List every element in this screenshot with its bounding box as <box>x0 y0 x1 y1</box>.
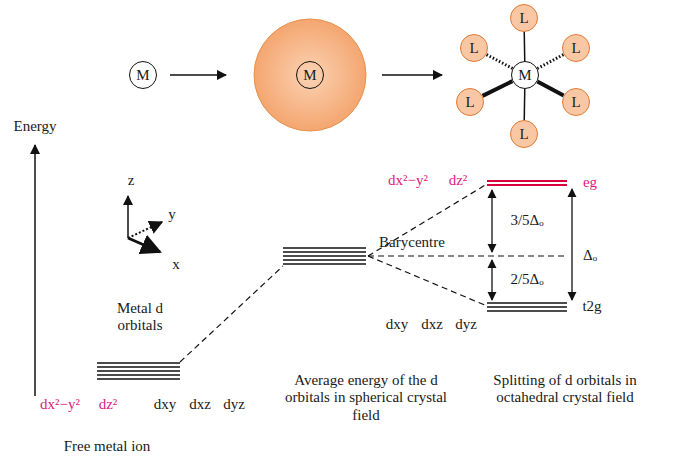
orbital-label: 3/5Δₒ <box>510 212 543 229</box>
orbital-label: dx²−y² <box>40 396 80 413</box>
spherical-field <box>254 19 366 131</box>
metal-ligand-bond <box>537 55 563 69</box>
x-axis <box>128 238 160 252</box>
atom-symbol: L <box>519 11 528 26</box>
metal-circle: M <box>296 61 324 89</box>
orbital-label: Δₒ <box>583 247 597 264</box>
orbital-label: dxy <box>386 316 409 333</box>
eg-level <box>487 184 567 186</box>
orbital-label: Free metal ion <box>64 438 151 455</box>
metal-ligand-bond <box>483 81 513 96</box>
orbital-label: dyz <box>455 316 477 333</box>
orbital-label: eg <box>583 174 597 191</box>
atom-symbol: L <box>465 95 474 110</box>
orbital-label: x <box>172 256 180 273</box>
metal-ligand-bond <box>523 89 525 120</box>
orbital-label: t2g <box>582 298 601 315</box>
ligand-circle: L <box>562 88 590 116</box>
ligand-circle: L <box>460 34 488 62</box>
metal-circle: M <box>129 61 157 89</box>
orbital-label: z <box>128 172 135 189</box>
ligand-circle: L <box>562 34 590 62</box>
atom-symbol: L <box>571 95 580 110</box>
metal-circle: M <box>511 61 539 89</box>
delta-arrow <box>571 189 572 300</box>
atom-symbol: M <box>303 68 316 83</box>
split-arrow <box>491 190 492 252</box>
caption-text: Metal d orbitals <box>100 300 180 335</box>
atom-symbol: L <box>571 41 580 56</box>
ligand-circle: L <box>510 120 538 148</box>
atom-symbol: M <box>518 68 531 83</box>
y-axis <box>128 222 162 238</box>
metal-ligand-bond <box>486 55 512 69</box>
orbital-label: dz² <box>99 396 118 413</box>
orbital-label: Barycentre <box>379 234 445 251</box>
metal-ligand-bond <box>523 32 525 61</box>
eg-level <box>487 180 567 182</box>
orbital-label: dxz <box>421 316 443 333</box>
correlation-lines <box>368 184 564 306</box>
metal-ligand-bond <box>537 82 563 96</box>
t2g-levels <box>487 303 567 311</box>
atom-symbol: L <box>519 127 528 142</box>
caption-text: Average energy of the d orbitals in sphe… <box>284 372 449 424</box>
orbital-label: dx²−y² <box>388 172 428 189</box>
ligand-circle: L <box>456 88 484 116</box>
stage-arrow <box>170 74 226 76</box>
orbital-label: y <box>168 206 176 223</box>
caption-text: Splitting of d orbitals in octahedral cr… <box>485 372 645 407</box>
energy-axis <box>34 145 36 396</box>
orbital-label: dxy <box>154 396 177 413</box>
orbital-label: dz² <box>449 172 468 189</box>
correlation-line <box>180 266 283 362</box>
spherical-levels <box>283 248 366 264</box>
ligand-circle: L <box>510 4 538 32</box>
stage-arrow <box>382 74 442 76</box>
split-arrow <box>491 260 492 300</box>
atom-symbol: L <box>469 41 478 56</box>
z-axis <box>127 196 129 238</box>
free-ion-levels <box>97 363 180 379</box>
orbital-label: 2/5Δₒ <box>510 271 543 288</box>
atom-symbol: M <box>136 68 149 83</box>
orbital-label: dyz <box>223 396 245 413</box>
orbital-label: dxz <box>189 396 211 413</box>
orbital-label: Energy <box>13 118 56 135</box>
